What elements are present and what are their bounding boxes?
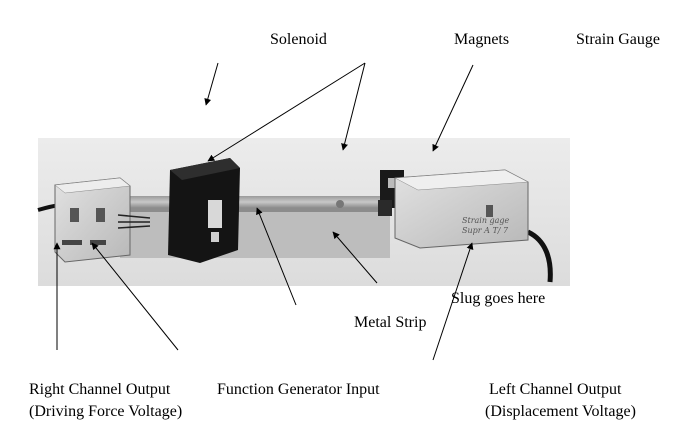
slug-goes-here-label: Slug goes here xyxy=(451,290,546,307)
magnets-shape xyxy=(378,170,404,216)
right-cable xyxy=(526,229,553,283)
jack-function-generator xyxy=(96,208,105,222)
strain-gauge-label: Strain Gauge xyxy=(576,31,660,48)
metal-strip-shape xyxy=(120,208,390,258)
solenoid-arrow-right xyxy=(341,62,366,151)
strain-gauge-box: Strain gage Supr A T/ 7 xyxy=(394,169,529,249)
driving-force-voltage-label: (Driving Force Voltage) xyxy=(29,403,183,420)
jack-right-channel xyxy=(70,208,79,222)
leader-lines xyxy=(53,62,474,361)
left-channel-output-label: Left Channel Output xyxy=(489,381,622,398)
function-generator-input-label: Function Generator Input xyxy=(217,381,380,398)
metal-strip-arrow-lower xyxy=(332,231,378,284)
magnets-label: Magnets xyxy=(454,31,510,48)
svg-text:Strain gage: Strain gage xyxy=(462,216,510,225)
strain-gauge-arrow xyxy=(204,62,219,106)
function-generator-arrow xyxy=(91,242,179,351)
apparatus-photo: Strain gage Supr A T/ 7 xyxy=(37,138,570,286)
solenoid-label: Solenoid xyxy=(270,31,327,48)
magnets-arrow xyxy=(432,64,474,152)
solenoid-shape xyxy=(168,158,240,263)
right-channel-output-label: Right Channel Output xyxy=(29,381,171,398)
rail-screw xyxy=(336,200,344,208)
metal-strip-arrow-upper xyxy=(256,207,297,306)
metal-strip-label: Metal Strip xyxy=(354,314,427,331)
metal-strip-edge xyxy=(120,208,390,212)
metal-rail xyxy=(120,196,390,208)
solenoid-arrow-left xyxy=(207,62,366,162)
slug-arrow xyxy=(432,242,474,361)
svg-text:Supr A T/ 7: Supr A T/ 7 xyxy=(462,226,509,235)
displacement-voltage-label: (Displacement Voltage) xyxy=(485,403,636,420)
